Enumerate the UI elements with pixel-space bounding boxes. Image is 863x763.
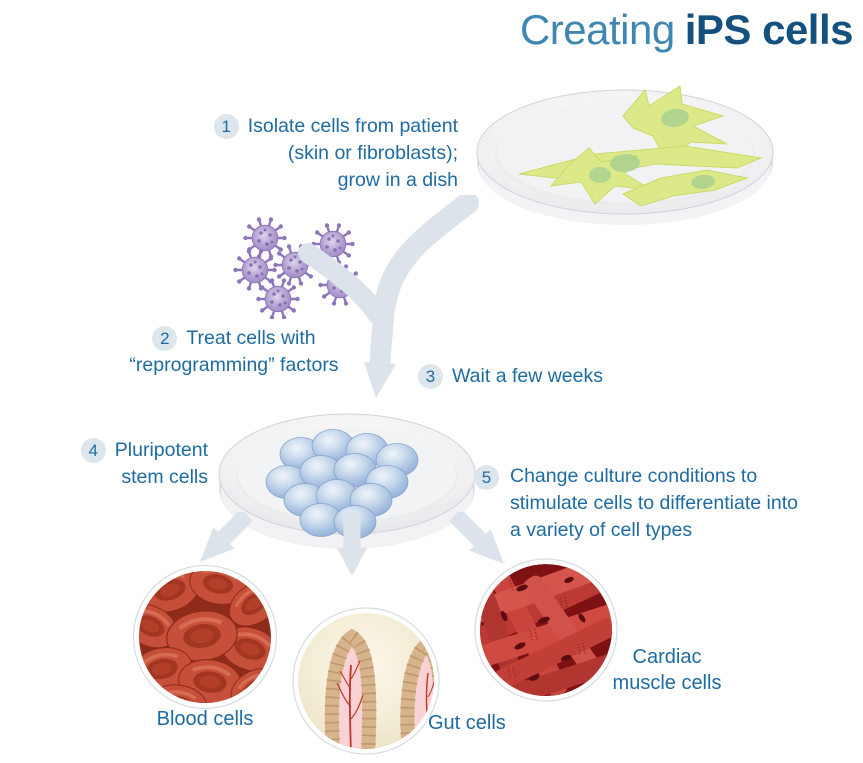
step-1-text-1: Isolate cells from patient (247, 115, 458, 137)
step-1-text-2: (skin or fibroblasts); (287, 142, 458, 164)
step-2-line-1: 2 Treat cells with (88, 325, 380, 352)
gut-cells-label: Gut cells (428, 712, 506, 734)
merge-arrow-icon (298, 195, 479, 398)
step-1-line-1: 1 Isolate cells from patient (158, 113, 458, 140)
fiber-striations (507, 578, 586, 680)
villus-band (324, 628, 377, 749)
step-3-badge: 3 (418, 364, 443, 389)
step-4-text-1: Pluripotent (114, 439, 208, 461)
step-3: 3 Wait a few weeks (418, 363, 603, 390)
step-1-text-3: grow in a dish (337, 169, 458, 191)
gut-cells-image (292, 607, 440, 755)
petri-dish-fibroblasts-illustration (476, 85, 774, 225)
step-4: 4 Pluripotent stem cells (8, 437, 208, 491)
step-4-line-1: 4 Pluripotent (8, 437, 208, 464)
step-3-line-1: 3 Wait a few weeks (418, 363, 603, 390)
blood-cells-image (132, 564, 278, 710)
petri-dish-stem-cells-illustration (218, 413, 476, 549)
step-1: 1 Isolate cells from patient (skin or fi… (158, 113, 458, 194)
step-5-text-3: a variety of cell types (510, 519, 693, 541)
differentiation-arrows-icon (200, 512, 504, 576)
step-2-text-1: Treat cells with (186, 327, 316, 349)
step-4-text-2: stem cells (121, 466, 208, 488)
villus-vessels (336, 660, 364, 749)
cardiac-muscle-label: Cardiac muscle cells (606, 644, 728, 696)
step-5-text-2: stimulate cells to differentiate into (510, 492, 798, 514)
cardiac-muscle-label-line-1: Cardiac (632, 646, 702, 668)
blood-cells-label: Blood cells (156, 708, 254, 730)
step-5-text-1: Change culture conditions to (510, 465, 758, 487)
arrow-down-right-icon (469, 529, 504, 564)
muscle-fibers (480, 564, 612, 696)
page-title-bold: iPS cells (684, 6, 854, 53)
step-1-badge: 1 (213, 114, 239, 139)
fibroblast-nuclei (589, 108, 715, 190)
cardiac-muscle-label-line-2: muscle cells (612, 672, 722, 694)
cardiac-muscle-image (474, 558, 618, 702)
arrow-down-left-icon (200, 527, 235, 562)
arrow-down-icon (337, 548, 367, 576)
page-title-light: Creating (519, 6, 675, 53)
step-4-badge: 4 (80, 438, 106, 463)
fiber-nuclei (500, 577, 586, 681)
step-2-badge: 2 (152, 326, 178, 351)
step-5: 5 Change culture conditions to stimulate… (474, 463, 863, 544)
step-5-badge: 5 (474, 465, 499, 490)
step-3-text-1: Wait a few weeks (452, 365, 603, 387)
step-2: 2 Treat cells with “reprogramming” facto… (88, 325, 380, 379)
step-2-text-2: “reprogramming” factors (129, 354, 339, 376)
